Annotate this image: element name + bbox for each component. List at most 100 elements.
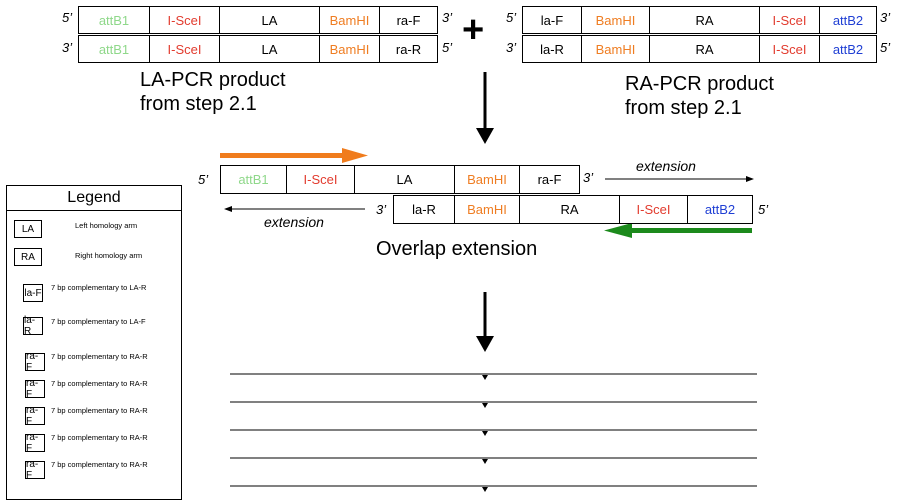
isce-segment: I-SceI — [286, 166, 354, 193]
segment-label: RA — [560, 202, 579, 217]
legend-body: LA Left homology arm RA Right homology a… — [6, 210, 182, 500]
result-line — [230, 401, 757, 408]
legend: Legend LA Left homology arm RA Right hom… — [6, 185, 182, 500]
segment-label: BamHI — [595, 12, 636, 28]
legend-key: ra-F — [25, 405, 45, 427]
down-arrow-icon — [476, 72, 494, 144]
strand-end-5prime: 5’ — [506, 10, 517, 25]
la-f-segment: la-F — [523, 7, 581, 33]
la-segment: LA — [354, 166, 454, 193]
bamhi-segment: BamHI — [581, 36, 649, 62]
result-line — [230, 457, 757, 464]
overlap-top-strand: attB1 I-SceI LA BamHI ra-F — [220, 165, 580, 194]
segment-label: I-SceI — [167, 12, 202, 28]
segment-label: ra-F — [537, 172, 562, 187]
segment-label: ra-R — [395, 41, 422, 57]
segment-label: I-SceI — [772, 41, 807, 57]
legend-description: 7 bp complementary to LA-F — [51, 317, 146, 326]
ra-top-strand: la-F BamHI RA I-SceI attB2 — [522, 6, 877, 34]
overlap-bottom-strand: la-R BamHI RA I-SceI attB2 — [393, 195, 753, 224]
legend-title: Legend — [67, 189, 121, 206]
segment-label: la-R — [540, 41, 564, 57]
segment-label: LA — [261, 12, 278, 28]
attB1-segment: attB1 — [221, 166, 286, 193]
down-arrow-icon — [476, 292, 494, 352]
segment-label: attB2 — [704, 202, 736, 217]
overlap-title: Overlap extension — [376, 238, 538, 260]
legend-description: 7 bp complementary to RA-R — [51, 352, 148, 361]
result-line — [230, 373, 757, 380]
segment-label: BamHI — [467, 172, 507, 187]
result-line — [230, 485, 757, 492]
segment-label: BamHI — [329, 12, 370, 28]
strand-end-5prime: 5’ — [758, 202, 769, 217]
segment-label: I-SceI — [636, 202, 671, 217]
segment-label: I-SceI — [303, 172, 338, 187]
isce-segment: I-SceI — [149, 36, 219, 62]
segment-label: I-SceI — [167, 41, 202, 57]
strand-end-3prime: 3’ — [880, 10, 891, 25]
legend-key: RA — [14, 248, 42, 266]
strand-end-5prime: 5’ — [198, 172, 209, 187]
ra-caption: RA-PCR product from step 2.1 — [625, 72, 774, 120]
strand-end-3prime: 3’ — [506, 40, 517, 55]
segment-label: BamHI — [467, 202, 507, 217]
la-segment: LA — [219, 36, 319, 62]
segment-label: LA — [396, 172, 413, 187]
legend-description: 7 bp complementary to RA-R — [51, 460, 148, 469]
segment-label: attB2 — [832, 12, 864, 28]
legend-key: ra-F — [25, 378, 45, 400]
legend-key: la-R — [23, 315, 43, 337]
segment-label: RA — [695, 41, 714, 57]
legend-description: 7 bp complementary to LA-R — [51, 283, 147, 292]
ra-bottom-strand: la-R BamHI RA I-SceI attB2 — [522, 35, 877, 63]
result-line — [230, 429, 757, 436]
attB1-segment: attB1 — [79, 7, 149, 33]
legend-description: 7 bp complementary to RA-R — [51, 433, 148, 442]
bamhi-segment: BamHI — [581, 7, 649, 33]
strand-end-3prime: 3’ — [583, 170, 594, 185]
la-r-segment: la-R — [523, 36, 581, 62]
extension-right-arrow-icon — [605, 176, 754, 182]
strand-end-3prime: 3’ — [62, 40, 73, 55]
ra-f-segment: ra-F — [519, 166, 579, 193]
segment-label: ra-F — [396, 12, 421, 28]
ra-r-segment: ra-R — [379, 36, 437, 62]
segment-label: I-SceI — [772, 12, 807, 28]
segment-label: LA — [261, 41, 278, 57]
strand-end-3prime: 3’ — [376, 202, 387, 217]
segment-label: BamHI — [595, 41, 636, 57]
legend-description: Right homology arm — [75, 251, 143, 260]
legend-description: 7 bp complementary to RA-R — [51, 406, 148, 415]
la-top-strand: attB1 I-SceI LA BamHI ra-F — [78, 6, 438, 34]
ra-segment: RA — [519, 196, 619, 223]
isce-segment: I-SceI — [619, 196, 687, 223]
segment-label: attB2 — [832, 41, 864, 57]
ra-f-segment: ra-F — [379, 7, 437, 33]
ra-segment: RA — [649, 36, 759, 62]
segment-label: la-R — [412, 202, 436, 217]
attB2-segment: attB2 — [819, 36, 876, 62]
strand-end-3prime: 3’ — [442, 10, 453, 25]
ra-segment: RA — [649, 7, 759, 33]
legend-description: 7 bp complementary to RA-R — [51, 379, 148, 388]
attB1-segment: attB1 — [79, 36, 149, 62]
isce-segment: I-SceI — [759, 7, 819, 33]
legend-key: LA — [14, 220, 42, 238]
extension-label-right: extension — [636, 158, 696, 174]
la-segment: LA — [219, 7, 319, 33]
la-r-segment: la-R — [394, 196, 454, 223]
extension-label-left: extension — [264, 214, 324, 230]
extension-left-arrow-icon — [224, 206, 365, 212]
isce-segment: I-SceI — [149, 7, 219, 33]
segment-label: attB1 — [238, 172, 269, 187]
segment-label: RA — [695, 12, 714, 28]
bamhi-segment: BamHI — [319, 36, 379, 62]
reverse-primer-arrow-icon — [604, 223, 752, 238]
legend-key: ra-F — [25, 459, 45, 481]
plus-sign: + — [462, 9, 485, 51]
ra-caption-line1: RA-PCR product — [625, 73, 774, 95]
bamhi-segment: BamHI — [454, 196, 519, 223]
la-caption-line1: LA-PCR product — [140, 69, 286, 91]
